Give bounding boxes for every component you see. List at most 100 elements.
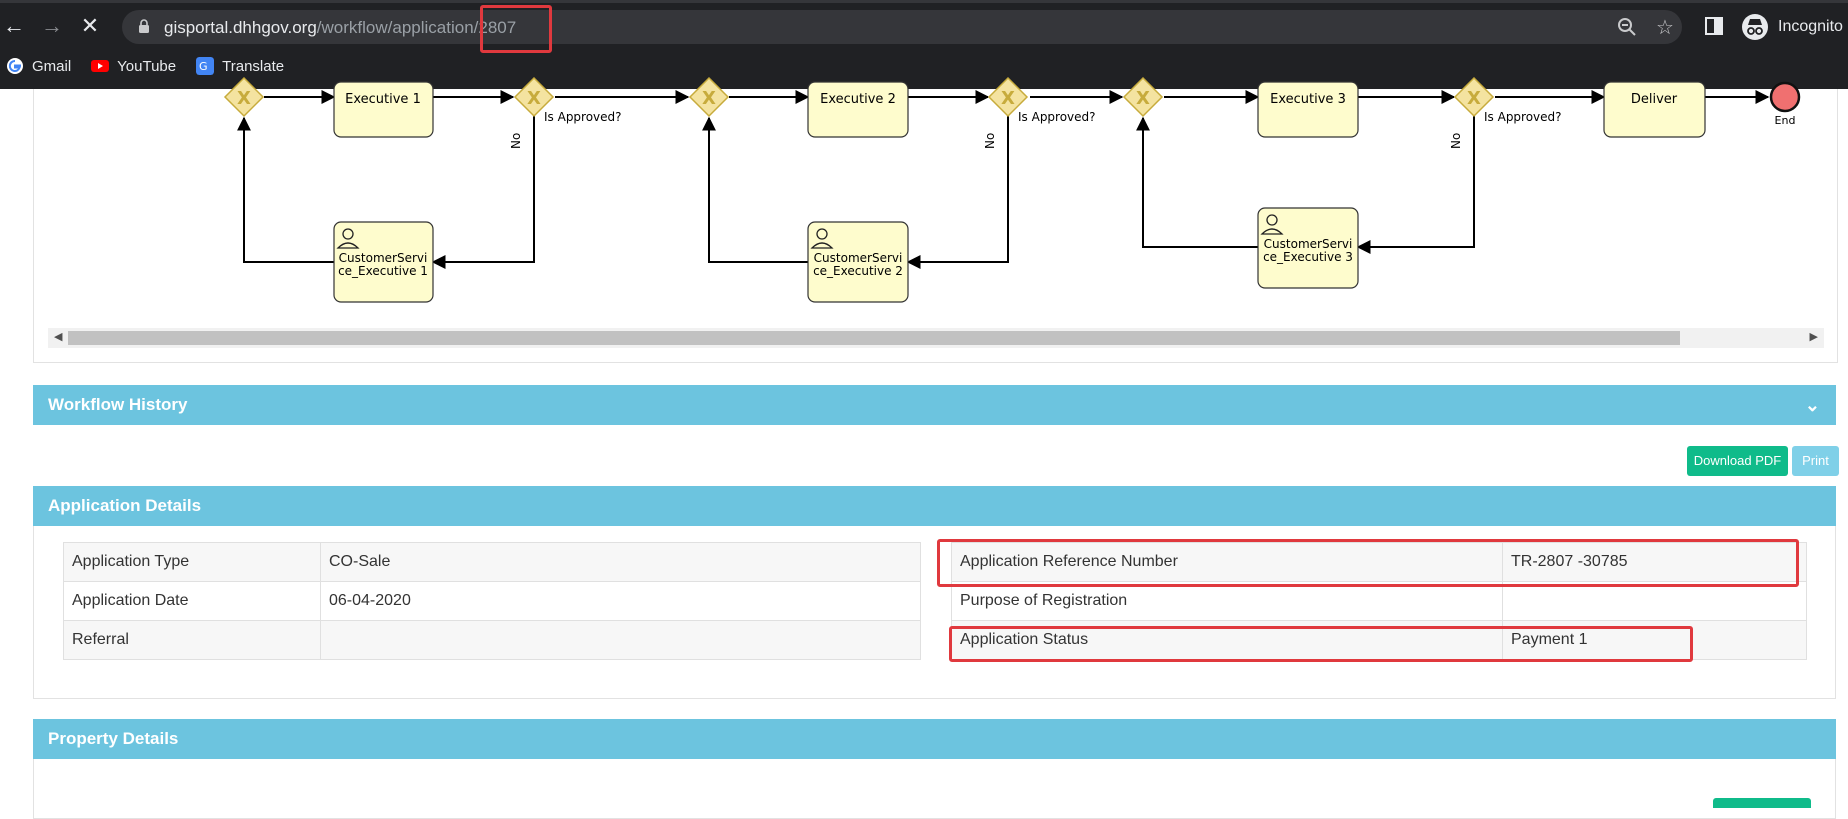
address-bar[interactable]: gisportal.dhhgov.org/workflow/applicatio…	[122, 10, 1682, 44]
print-button[interactable]: Print	[1792, 446, 1839, 476]
task-label: Executive 2	[820, 92, 896, 107]
google-icon	[7, 58, 23, 74]
chevron-down-icon[interactable]: ⌄	[1804, 395, 1820, 415]
task-customer-service-3[interactable]: CustomerServi ce_Executive 3	[1257, 207, 1359, 289]
stop-loading-icon[interactable]: ✕	[80, 13, 100, 38]
task-executive-3[interactable]: Executive 3	[1257, 81, 1359, 138]
field-value	[320, 620, 921, 660]
task-label: Deliver	[1631, 92, 1678, 107]
scroll-left-icon[interactable]: ◀	[54, 331, 63, 343]
no-label-3: No	[1449, 133, 1463, 149]
section-title: Application Details	[48, 496, 202, 515]
svg-text:X: X	[1467, 88, 1481, 109]
zoom-icon[interactable]	[1616, 17, 1638, 39]
field-label: Application Type	[63, 542, 321, 582]
task-executive-2[interactable]: Executive 2	[807, 81, 909, 138]
profile-label: Incognito	[1778, 18, 1843, 35]
bookmark-star-icon[interactable]: ☆	[1656, 17, 1674, 39]
bookmark-label: Translate	[222, 57, 285, 75]
approval-label-2: Is Approved?	[1018, 110, 1096, 124]
application-details-right-table: Application Reference Number TR-2807 -30…	[951, 542, 1807, 660]
svg-text:X: X	[702, 88, 716, 109]
download-pdf-button[interactable]: Download PDF	[1687, 446, 1788, 476]
svg-text:X: X	[1001, 88, 1015, 109]
no-label-2: No	[983, 133, 997, 149]
user-icon	[1260, 214, 1284, 235]
task-customer-service-1[interactable]: CustomerServi ce_Executive 1	[333, 221, 434, 303]
table-row: Application Type CO-Sale	[63, 542, 921, 582]
workflow-diagram: X X X X X X Executive 1 Executive 2 Exec…	[223, 76, 1801, 303]
incognito-icon	[1742, 14, 1768, 40]
url-id-highlight	[480, 5, 552, 53]
task-executive-1[interactable]: Executive 1	[333, 81, 434, 138]
property-action-button[interactable]	[1713, 798, 1811, 808]
bookmark-gmail[interactable]: Gmail	[6, 57, 71, 75]
no-label-1: No	[509, 133, 523, 149]
table-row: Referral	[63, 620, 921, 660]
gateway-3[interactable]: X	[688, 76, 730, 118]
gateway-2[interactable]: X	[513, 76, 555, 118]
property-details-header: Property Details	[33, 719, 1836, 759]
diagram-horizontal-scrollbar[interactable]: ◀ ▶	[48, 328, 1824, 348]
application-status-highlight	[949, 626, 1693, 662]
side-panel-icon[interactable]	[1703, 16, 1725, 38]
task-label-line-1: CustomerServi	[1264, 237, 1353, 251]
bookmark-label: Gmail	[32, 57, 72, 75]
url-host: gisportal.dhhgov.org	[164, 18, 317, 37]
field-label: Purpose of Registration	[951, 581, 1503, 621]
browser-chrome: ← → ✕ gisportal.dhhgov.org/workflow/appl…	[0, 0, 1848, 89]
youtube-icon	[91, 60, 110, 72]
url-id: 2807	[478, 18, 517, 37]
workflow-history-header[interactable]: Workflow History ⌄	[33, 385, 1836, 425]
field-value: TR-2807 -30785	[1502, 542, 1807, 582]
task-deliver[interactable]: Deliver	[1603, 81, 1706, 138]
approval-label-1: Is Approved?	[544, 110, 622, 124]
back-arrow-icon[interactable]: ←	[3, 13, 25, 38]
field-label: Referral	[63, 620, 321, 660]
end-event[interactable]: End	[1769, 81, 1801, 127]
gateway-1[interactable]: X	[223, 76, 265, 118]
field-value	[1502, 581, 1807, 621]
tab-strip-edge	[0, 0, 1848, 3]
table-row: Application Reference Number TR-2807 -30…	[951, 542, 1807, 582]
field-value: CO-Sale	[320, 542, 921, 582]
user-icon	[810, 228, 834, 249]
url-path: /workflow/application/	[316, 18, 479, 37]
end-label: End	[1775, 114, 1796, 127]
task-label-line-2: ce_Executive 1	[338, 264, 428, 278]
scrollbar-thumb[interactable]	[68, 331, 1680, 345]
reference-number-highlight	[937, 539, 1799, 587]
task-customer-service-2[interactable]: CustomerServi ce_Executive 2	[807, 221, 909, 303]
flow-connectors	[237, 90, 1770, 269]
task-label-line-1: CustomerServi	[339, 251, 428, 265]
application-details-left-table: Application Type CO-Sale Application Dat…	[63, 542, 921, 660]
table-row: Application Date 06-04-2020	[63, 581, 921, 621]
table-row: Purpose of Registration	[951, 581, 1807, 621]
user-icon	[336, 228, 360, 249]
task-label-line-2: ce_Executive 3	[1263, 250, 1353, 264]
gateway-4[interactable]: X	[987, 76, 1029, 118]
bookmark-translate[interactable]: G Translate	[196, 57, 284, 75]
gateways: X X X X X X	[223, 76, 1495, 118]
section-title: Workflow History	[48, 395, 188, 414]
task-label: Executive 3	[1270, 92, 1346, 107]
bookmarks-bar: Gmail YouTube G Translate	[0, 52, 298, 80]
bookmark-label: YouTube	[117, 57, 177, 75]
lock-icon	[139, 19, 149, 33]
url-text[interactable]: gisportal.dhhgov.org/workflow/applicatio…	[164, 18, 516, 38]
gateway-6[interactable]: X	[1453, 76, 1495, 118]
bookmark-youtube[interactable]: YouTube	[91, 57, 176, 75]
field-label: Application Reference Number	[951, 542, 1503, 582]
scroll-right-icon[interactable]: ▶	[1809, 331, 1818, 343]
application-details-header: Application Details	[33, 486, 1836, 526]
forward-arrow-icon[interactable]: →	[41, 13, 63, 38]
translate-icon: G	[196, 57, 215, 75]
incognito-profile[interactable]: Incognito	[1742, 12, 1843, 42]
svg-text:X: X	[237, 88, 251, 109]
svg-text:X: X	[527, 88, 541, 109]
svg-text:G: G	[199, 60, 208, 73]
task-label-line-2: ce_Executive 2	[813, 264, 903, 278]
workflow-diagram-panel	[33, 89, 1838, 363]
property-details-card	[33, 759, 1836, 819]
gateway-5[interactable]: X	[1122, 76, 1164, 118]
